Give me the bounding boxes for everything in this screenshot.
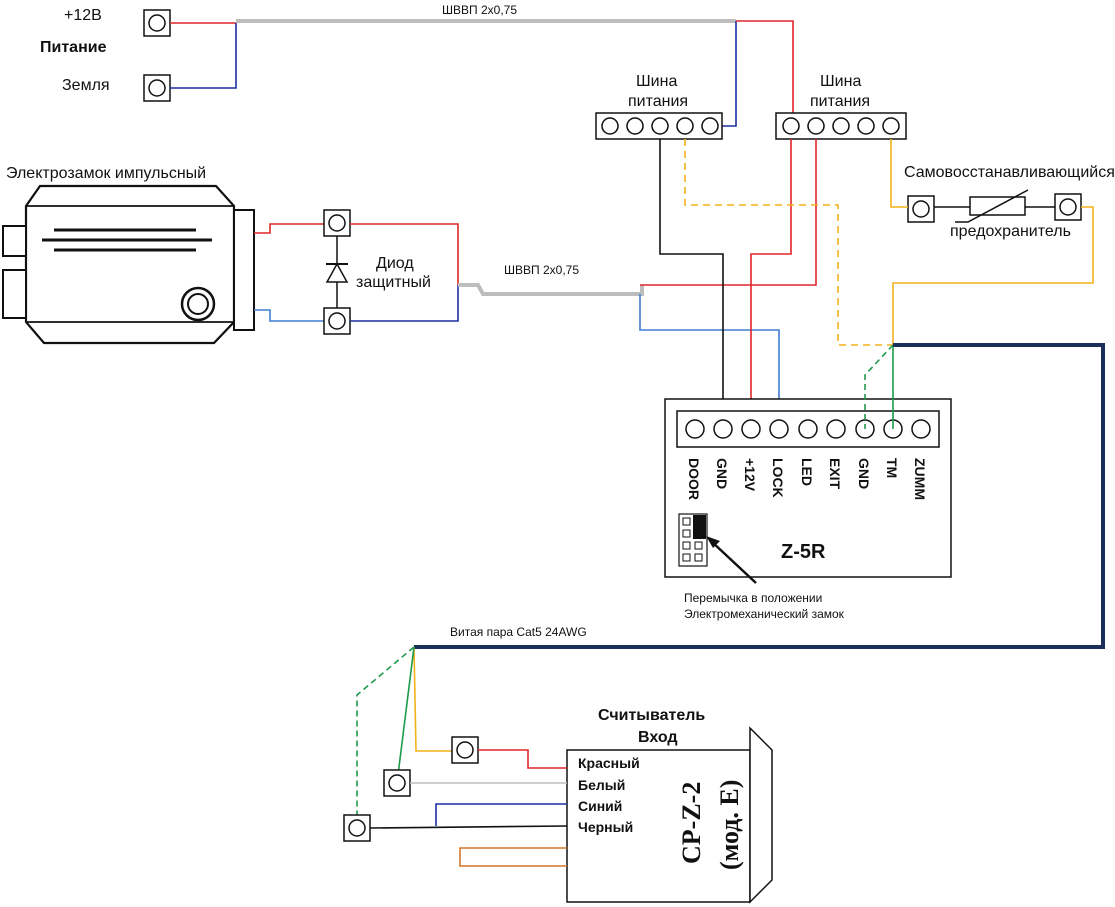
busbar-right-line2: питания <box>810 93 870 110</box>
wire-gnd-green-dashed <box>864 344 894 429</box>
reader-wire-red-label: Красный <box>578 755 640 771</box>
busbar-right-line1: Шина <box>820 73 861 90</box>
pin-label-led: LED <box>799 458 815 486</box>
wire-breakout-orange <box>413 646 452 752</box>
reader-title-line2: Вход <box>638 729 678 746</box>
wire-diode-blue <box>350 285 459 322</box>
cable-lock <box>458 283 644 296</box>
reader-wire-brown <box>459 847 567 867</box>
diode-label-line1: Диод <box>376 255 414 272</box>
lock-title: Электрозамок импульсный <box>6 165 206 182</box>
power-terminal-plus12 <box>143 9 171 37</box>
reader-terminal-red <box>451 736 479 764</box>
wire-top-red-to-bus2 <box>736 20 794 126</box>
busbar-left <box>595 112 723 140</box>
power-plus12-label: +12В <box>64 7 102 24</box>
busbar-right <box>775 112 907 140</box>
busbar-left-line2: питания <box>628 93 688 110</box>
wire-breakout-green-dashed <box>356 646 415 826</box>
jumper-arrowhead-icon <box>706 536 720 548</box>
fuse-subtitle: предохранитель <box>950 223 1071 240</box>
cable-top-label: ШВВП 2х0,75 <box>442 3 517 17</box>
pin-label-gnd: GND <box>714 458 730 489</box>
wire-orange-dashed <box>684 139 893 346</box>
reader-wire-white-label: Белый <box>578 777 625 793</box>
power-terminal-ground <box>143 74 171 102</box>
pin-label-exit: EXIT <box>827 458 843 490</box>
reader-wire-blue-label: Синий <box>578 798 622 814</box>
wire-top-blue-to-bus1 <box>718 21 737 127</box>
reader-model-line2: (мод. Е) <box>715 780 744 870</box>
jumper-arrow <box>710 540 757 584</box>
wire-breakout-green <box>396 646 415 784</box>
fuse-terminal-left <box>907 195 935 223</box>
reader-wire-black-label: Черный <box>578 819 633 835</box>
wire-cable-red <box>640 139 817 286</box>
reader-terminal-white <box>383 769 411 797</box>
wire-power-blue <box>170 23 237 89</box>
diode-terminal-bottom <box>323 307 351 335</box>
pin-label-zumm: ZUMM <box>912 458 928 500</box>
pin-label-lock: LOCK <box>770 458 786 498</box>
pin-label-gnd2: GND <box>856 458 872 489</box>
resettable-fuse-icon <box>955 189 1029 223</box>
wire-diode-red <box>350 223 459 285</box>
busbar-left-line1: Шина <box>636 73 677 90</box>
pin-label-door: DOOR <box>686 458 702 500</box>
reader-model-line1: CP-Z-2 <box>677 782 706 864</box>
power-title: Питание <box>40 39 107 56</box>
wire-12v-red <box>750 139 792 429</box>
reader-terminal-black <box>343 814 371 842</box>
power-ground-label: Земля <box>62 77 110 94</box>
cable-lock-label: ШВВП 2х0,75 <box>504 263 579 277</box>
wire-bus2-to-fuse <box>890 139 908 208</box>
electric-lock-icon <box>2 184 255 345</box>
jumper-icon <box>678 513 708 567</box>
controller-name: Z-5R <box>781 541 826 563</box>
fuse-title: Самовосстанавливающийся <box>904 164 1115 181</box>
jumper-note-line1: Перемычка в положении <box>684 591 822 605</box>
wire-gnd-black <box>659 139 724 429</box>
wire-fuse-to-tm <box>892 206 1094 345</box>
reader-wire-blue <box>435 803 567 826</box>
wire-lock-blue <box>254 309 324 322</box>
cable-twisted-pair <box>414 343 1105 649</box>
wire-lock-red <box>254 223 324 234</box>
pin-label-12v: +12V <box>742 458 758 492</box>
pin-label-tm: TM <box>884 458 900 478</box>
diode-terminal-top <box>323 209 351 237</box>
controller-pin-labels: DOOR GND +12V LOCK LED EXIT GND TM ZUMM <box>686 458 928 500</box>
reader-title-line1: Считыватель <box>598 707 705 724</box>
diode-icon <box>325 236 349 308</box>
cable-twisted-label: Витая пара Cat5 24AWG <box>450 625 587 639</box>
reader-wire-black <box>369 825 568 829</box>
diode-label-line2: защитный <box>356 274 431 291</box>
reader-wire-red <box>478 749 567 769</box>
reader-cp-z2 <box>566 726 773 904</box>
jumper-note-line2: Электромеханический замок <box>684 607 845 621</box>
wire-cable-blue <box>639 294 780 429</box>
fuse-terminal-right <box>1054 193 1082 221</box>
